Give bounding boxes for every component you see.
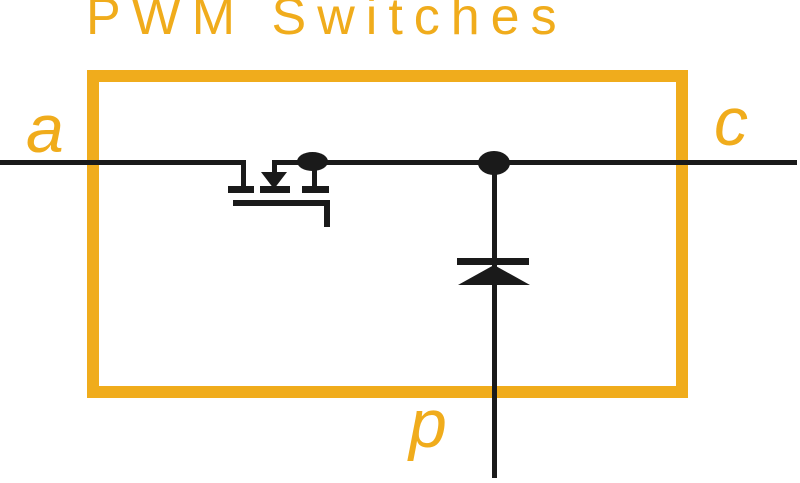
terminal-label-c: c bbox=[714, 84, 748, 160]
mosfet-body-contact bbox=[260, 186, 290, 193]
mosfet-source-contact bbox=[302, 186, 329, 193]
mosfet-drain-contact bbox=[228, 186, 254, 193]
mosfet-body-arrow-icon bbox=[261, 172, 287, 189]
terminal-label-p: p bbox=[409, 386, 447, 462]
mosfet-gate-terminal bbox=[324, 200, 330, 227]
mosfet-source-stub bbox=[312, 166, 317, 188]
terminal-label-a: a bbox=[26, 91, 64, 167]
mosfet-gate-line bbox=[233, 200, 330, 206]
mosfet-drain-stub bbox=[241, 160, 246, 189]
wire-switch-node bbox=[272, 160, 797, 165]
diode-cathode-bar bbox=[457, 258, 529, 265]
diode-anode-triangle-icon bbox=[458, 265, 530, 285]
pwm-switch-cell-outline bbox=[87, 70, 688, 398]
diagram-title: PWM Switches bbox=[86, 0, 568, 46]
wire-terminal-a bbox=[0, 160, 246, 165]
wire-terminal-p bbox=[492, 163, 497, 478]
mosfet-source-dot bbox=[297, 152, 328, 171]
junction-dot bbox=[478, 151, 510, 175]
mosfet-body-stub bbox=[272, 160, 277, 173]
